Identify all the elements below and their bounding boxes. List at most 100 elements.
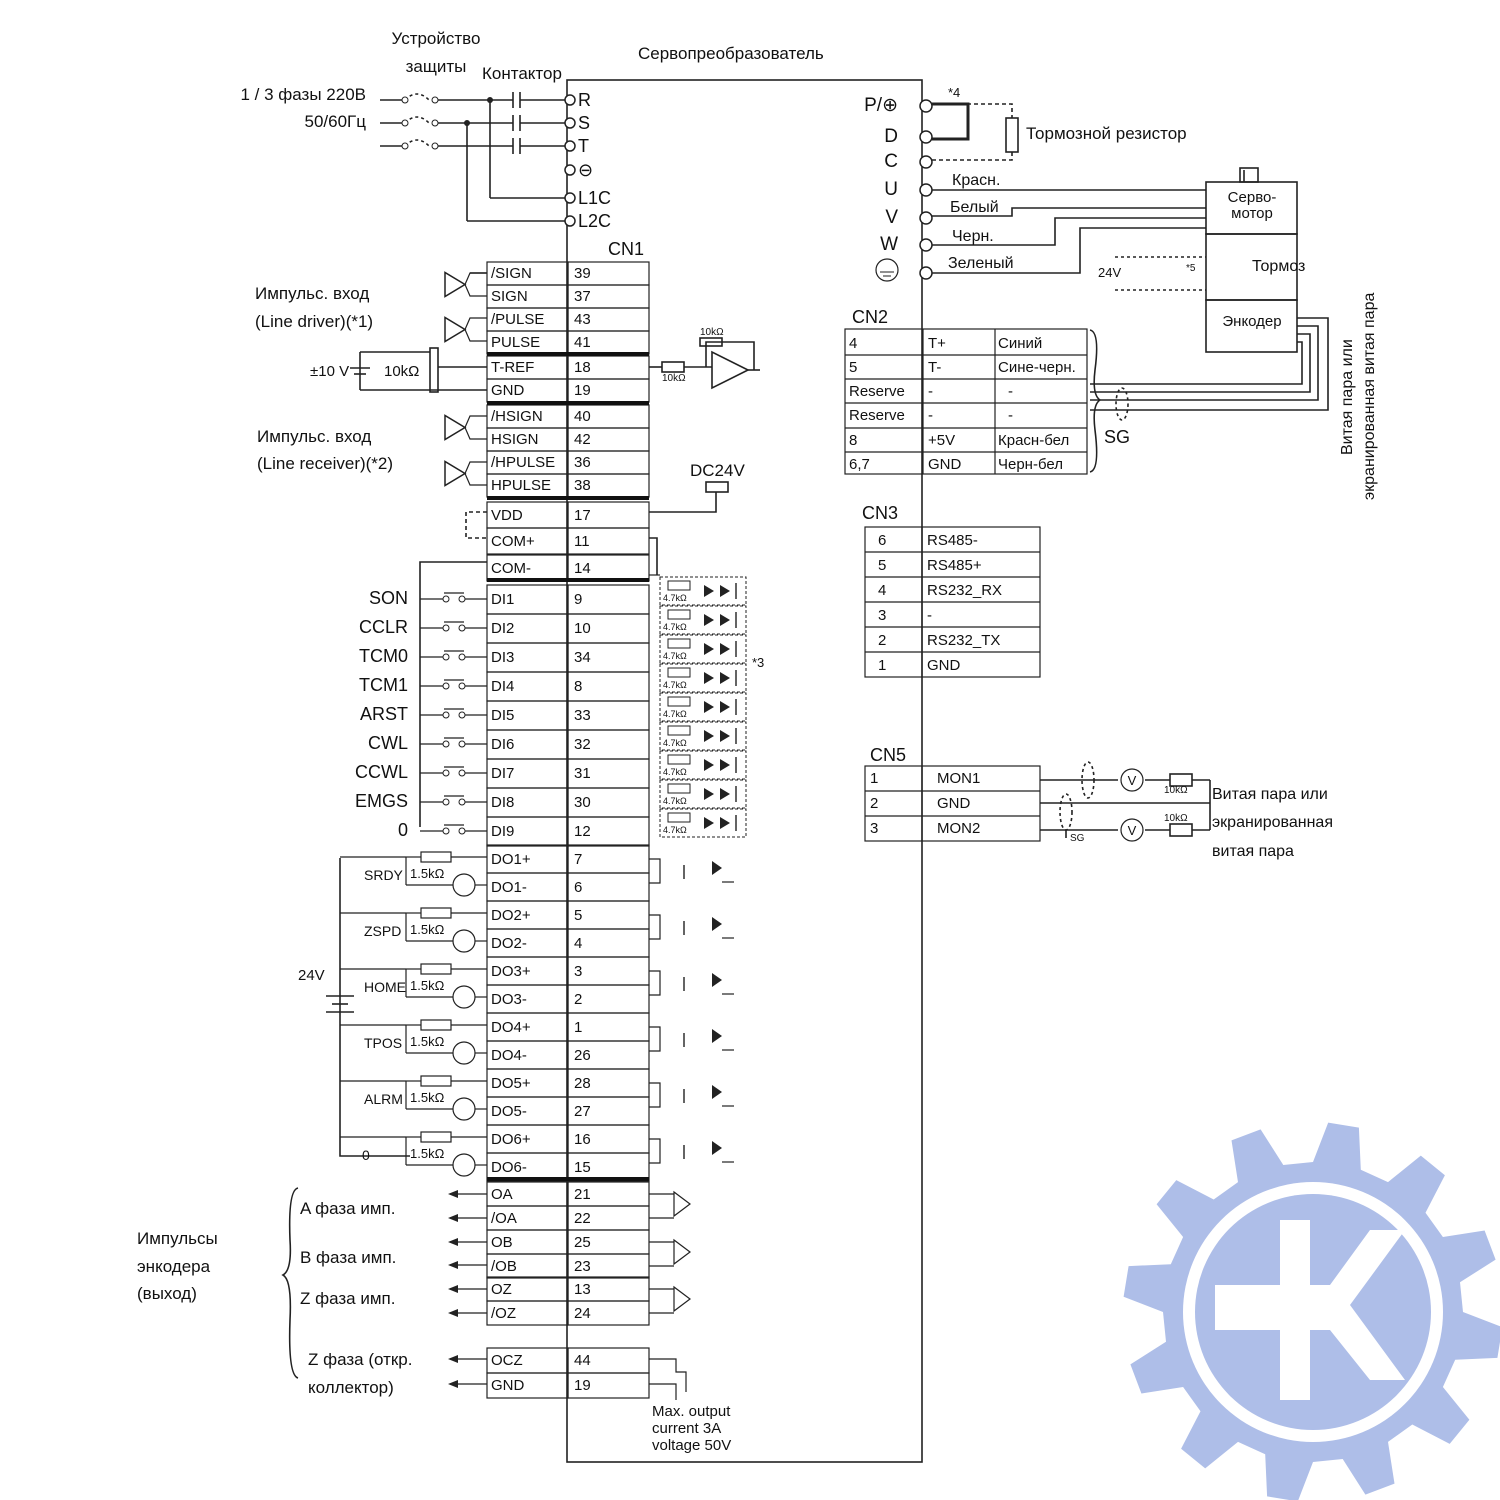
di-opto-led: [704, 672, 714, 684]
cn1-pin-17: 33: [574, 707, 591, 724]
cn3-pin-1: 5: [878, 557, 887, 574]
brake-label: Тормоз: [1252, 258, 1306, 275]
cn2-wire-3: -: [1008, 407, 1013, 424]
di-resistor-value: 4.7kΩ: [663, 622, 687, 632]
do-resistor: [420, 963, 452, 975]
right-terminal-1: [919, 130, 933, 144]
power-terminal-2: [564, 140, 576, 152]
cn1-signal-19: DI7: [491, 765, 515, 782]
do-lamp-icon: [452, 1097, 476, 1121]
cn1-signal-13: DI1: [491, 591, 515, 608]
encoder-out-driver-icon: [673, 1190, 691, 1218]
cn1-pin-22: 7: [574, 850, 583, 868]
power-terminal-0: [564, 94, 576, 106]
arrow-left-icon: [448, 1214, 458, 1222]
cn1-signal-20: DI8: [491, 794, 515, 811]
di-opto-box: [659, 721, 747, 751]
r10k-small-2: 10kΩ: [700, 327, 724, 338]
cn1-signal-28: DO4+: [491, 1018, 531, 1036]
line-driver-wire: [464, 427, 487, 440]
motor-wire-label-3: Зеленый: [948, 255, 1014, 272]
r10k-label: 10kΩ: [384, 363, 420, 380]
cn1-signal-6: /HSIGN: [491, 408, 543, 425]
do-resistor-value-4: 1.5kΩ: [410, 1090, 445, 1105]
logo-k-mark: [1215, 1220, 1405, 1400]
cn1-pin-15: 34: [574, 649, 591, 666]
di-opto-box: [659, 808, 747, 838]
cn1-signal-11: COM+: [491, 532, 535, 550]
cn2-sg-label: SG: [1104, 427, 1131, 447]
do-resistor-value-1: 1.5kΩ: [410, 922, 445, 937]
di-resistor: [667, 667, 691, 678]
di-switch-contact: [442, 798, 450, 806]
di-resistor: [667, 754, 691, 765]
cn3-signal-1: RS485+: [927, 557, 982, 574]
cn2-signal-2: -: [928, 383, 933, 400]
di-input-label-5: CWL: [368, 733, 408, 753]
power-terminal-label-5: L2C: [578, 211, 612, 231]
encoder-out-title-1: Импульсы: [137, 1229, 218, 1248]
di-resistor-value: 4.7kΩ: [663, 709, 687, 719]
cn1-pin-37: 23: [574, 1257, 591, 1275]
cn2-signal-0: T+: [928, 335, 946, 352]
di-input-label-8: 0: [397, 820, 408, 840]
cn5-v2: V: [1127, 823, 1137, 838]
cn1-pin-29: 26: [574, 1046, 591, 1064]
cn1-pin-cell: [567, 527, 650, 555]
phase-b-label: B фаза имп.: [300, 1248, 397, 1267]
di-switch-contact: [458, 769, 466, 777]
line-driver-wire: [464, 284, 487, 297]
di-opto-led: [720, 614, 730, 626]
phase-z-oc-label-2: коллектор): [308, 1378, 394, 1397]
cn1-pin-25: 4: [574, 934, 583, 952]
cn1-signal-38: OZ: [491, 1280, 512, 1298]
switch-contact: [431, 96, 439, 104]
di-input-label-0: SON: [368, 588, 408, 608]
encoder-out-title-3: (выход): [137, 1284, 197, 1303]
motor-wire-label-0: Красн.: [952, 172, 1001, 189]
note-3: *3: [752, 655, 765, 670]
phase-z-label: Z фаза имп.: [300, 1289, 396, 1308]
di-switch-contact: [458, 827, 466, 835]
do-opto-led: [712, 1141, 722, 1155]
di-opto-led: [704, 701, 714, 713]
pulse-receiver-label-1: Импульс. вход: [257, 427, 372, 446]
right-terminal-label-3: U: [884, 179, 898, 200]
cn1-signal-7: HSIGN: [491, 431, 539, 448]
right-terminal-label-1: D: [884, 126, 898, 147]
cn3-signal-4: RS232_TX: [927, 632, 1001, 649]
cn1-pin-2: 43: [574, 311, 591, 328]
cn3-pin-3: 3: [878, 607, 887, 624]
di-opto-led: [704, 788, 714, 800]
cn1-pin-33: 15: [574, 1158, 591, 1176]
cn1-signal-1: SIGN: [491, 288, 528, 305]
di-switch-contact: [458, 711, 466, 719]
cn1-signal-30: DO5+: [491, 1074, 531, 1092]
di-opto-led: [720, 643, 730, 655]
cn1-signal-17: DI5: [491, 707, 515, 724]
cn2-signal-3: -: [928, 407, 933, 424]
cn1-signal-10: VDD: [491, 506, 523, 524]
cn1-pin-31: 27: [574, 1102, 591, 1120]
cn2-pin-2: Reserve: [849, 383, 905, 400]
cn1-signal-23: DO1-: [491, 878, 527, 896]
cn1-pin-14: 10: [574, 620, 591, 637]
di-resistor-value: 4.7kΩ: [663, 738, 687, 748]
cn1-signal-24: DO2+: [491, 906, 531, 924]
di-opto-led: [720, 730, 730, 742]
encoder-label: Энкодер: [1222, 313, 1282, 330]
di-opto-box: [659, 605, 747, 635]
cn1-pin-23: 6: [574, 878, 583, 896]
do-output-label-2: HOME: [364, 979, 406, 995]
di-switch-contact: [458, 798, 466, 806]
switch-contact: [401, 119, 409, 127]
di-switch-contact: [458, 624, 466, 632]
brake-24v-label: 24V: [1098, 265, 1122, 280]
ocz-wire: [649, 1383, 677, 1400]
note-4: *4: [948, 85, 961, 100]
power-terminal-label-4: L1C: [578, 188, 612, 208]
cn1-signal-14: DI2: [491, 620, 515, 637]
di-switch-contact: [458, 595, 466, 603]
power-label: 1 / 3 фазы 220В: [240, 85, 367, 104]
company-logo: [1123, 1122, 1500, 1500]
